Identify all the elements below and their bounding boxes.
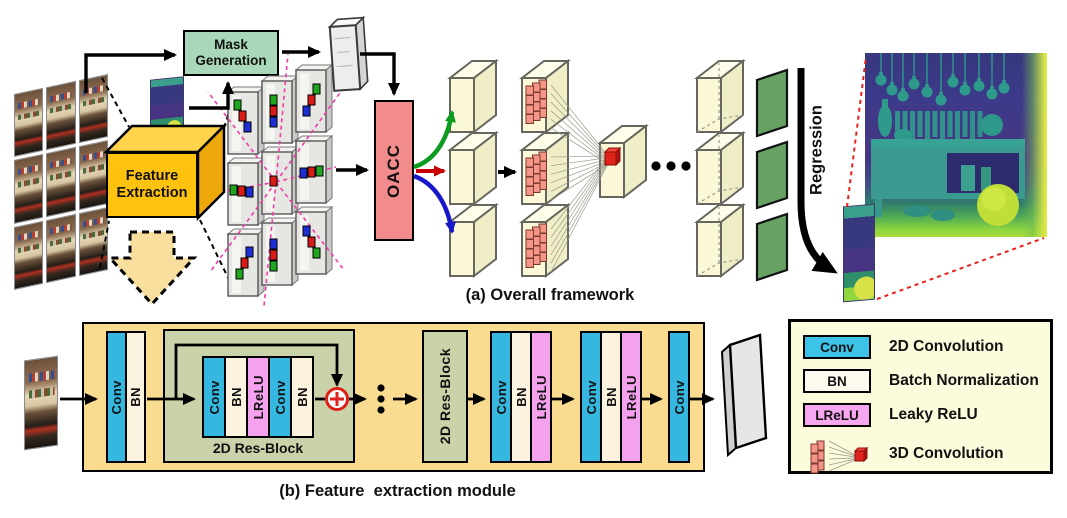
legend-label-batch-normalization: Batch Normalization bbox=[889, 372, 1039, 389]
bn-bar: BN bbox=[224, 356, 248, 438]
light-field-view-image bbox=[78, 74, 108, 144]
caption-panel-a: (a) Overall framework bbox=[465, 286, 635, 304]
light-field-image-grid bbox=[14, 74, 108, 290]
res-block-collapsed-box: 2D Res-Block bbox=[422, 330, 468, 463]
light-field-view-image bbox=[46, 147, 76, 217]
light-field-view-image bbox=[78, 140, 108, 210]
oacc-box: OACC bbox=[374, 100, 414, 241]
res-block-label: 2D Res-Block bbox=[212, 440, 304, 456]
legend-swatch-bn: BN bbox=[803, 369, 871, 393]
depth-map-illustration bbox=[871, 53, 1025, 226]
feature-extraction-label-line2: Extraction bbox=[116, 185, 188, 201]
conv-bar: Conv bbox=[106, 331, 127, 463]
light-field-view-image bbox=[78, 206, 108, 277]
conv-bar: Conv bbox=[668, 331, 690, 463]
conv-bar: Conv bbox=[202, 356, 226, 438]
bn-bar: BN bbox=[290, 356, 314, 438]
lrelu-bar: LReLU bbox=[246, 356, 270, 438]
legend-label-3d-convolution: 3D Convolution bbox=[889, 445, 1004, 462]
legend-swatch-lrelu: LReLU bbox=[803, 403, 871, 427]
depth-map-small bbox=[843, 203, 875, 303]
light-field-view-image bbox=[14, 220, 44, 290]
conv-bar: Conv bbox=[268, 356, 292, 438]
mask-generation-label-line2: Generation bbox=[195, 53, 267, 68]
legend-label-leaky-relu: Leaky ReLU bbox=[889, 406, 978, 423]
mask-generation-label-line1: Mask bbox=[214, 37, 248, 53]
feature-extraction-box: Feature Extraction bbox=[106, 152, 198, 218]
light-field-view-image bbox=[46, 213, 76, 284]
bn-bar: BN bbox=[510, 331, 532, 463]
3d-convolution-icon bbox=[803, 433, 883, 475]
bn-bar: BN bbox=[600, 331, 622, 463]
legend-box: Conv 2D Convolution BN Batch Normalizati… bbox=[788, 319, 1053, 474]
lrelu-bar: LReLU bbox=[530, 331, 552, 463]
bn-bar: BN bbox=[125, 331, 146, 463]
regression-label: Regression bbox=[807, 105, 826, 195]
legend-label-2d-convolution: 2D Convolution bbox=[889, 338, 1004, 355]
light-field-view-image bbox=[14, 154, 44, 224]
lrelu-bar: LReLU bbox=[620, 331, 642, 463]
conv-bar: Conv bbox=[580, 331, 602, 463]
conv-bar: Conv bbox=[490, 331, 512, 463]
light-field-view-image bbox=[46, 80, 76, 151]
legend-swatch-conv: Conv bbox=[803, 335, 871, 359]
mask-preview-image bbox=[150, 76, 184, 138]
light-field-view-image bbox=[14, 87, 44, 158]
caption-panel-b: (b) Feature extraction module bbox=[279, 482, 516, 500]
oacc-label: OACC bbox=[384, 143, 403, 198]
depth-map-large bbox=[865, 53, 1047, 237]
feature-extraction-label-line1: Feature bbox=[125, 167, 179, 184]
input-view-image bbox=[24, 355, 58, 451]
mask-generation-box: Mask Generation bbox=[183, 30, 279, 76]
